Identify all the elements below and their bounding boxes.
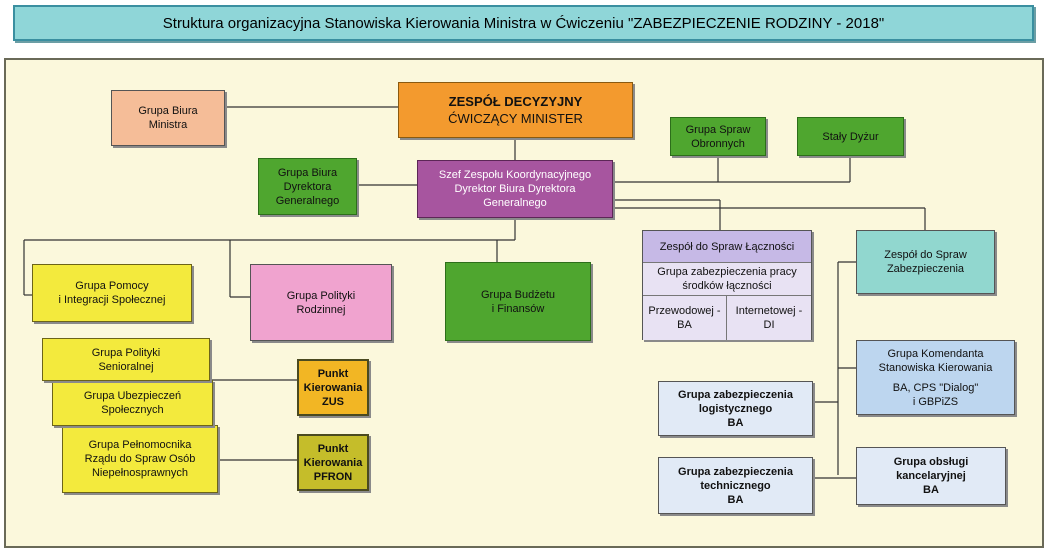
communications-internet: Internetowej - DI [727, 296, 811, 340]
commandant-group-title: Grupa Komendanta Stanowiska Kierowania [878, 347, 993, 374]
decision-team-box: ZESPÓŁ DECYZYJNY ĆWICZĄCY MINISTER [398, 82, 633, 138]
diagram-title: Struktura organizacyjna Stanowiska Kiero… [13, 5, 1034, 41]
duty-service-box: Stały Dyżur [797, 117, 904, 156]
communications-team-box: Zespół do Spraw Łączności Grupa zabezpie… [642, 230, 812, 340]
disabled-plenipotentiary-box: Grupa Pełnomocnika Rządu do Spraw Osób N… [62, 425, 218, 493]
help-group-box: Grupa Pomocy i Integracji Społecznej [32, 264, 192, 322]
zus-point-box: Punkt Kierowania ZUS [297, 359, 369, 416]
technical-group-box: Grupa zabezpieczenia technicznego BA [658, 457, 813, 514]
defense-group-box: Grupa Spraw Obronnych [670, 117, 766, 156]
decision-team-title: ZESPÓŁ DECYZYJNY [448, 94, 583, 109]
communications-group: Grupa zabezpieczenia pracy środków łączn… [643, 263, 811, 296]
logistics-group-box: Grupa zabezpieczenia logistycznego BA [658, 381, 813, 436]
pfron-point-box: Punkt Kierowania PFRON [297, 434, 369, 491]
minister-office-box: Grupa Biura Ministra [111, 90, 225, 146]
director-office-box: Grupa Biura Dyrektora Generalnego [258, 158, 357, 215]
commandant-group-box: Grupa Komendanta Stanowiska Kierowania B… [856, 340, 1015, 415]
security-team-box: Zespół do Spraw Zabezpieczenia [856, 230, 995, 294]
communications-title: Zespół do Spraw Łączności [643, 231, 811, 263]
senior-policy-box: Grupa Polityki Senioralnej [42, 338, 210, 381]
social-insurance-box: Grupa Ubezpieczeń Społecznych [52, 380, 213, 426]
coordinator-box: Szef Zespołu Koordynacyjnego Dyrektor Bi… [417, 160, 613, 218]
family-policy-box: Grupa Polityki Rodzinnej [250, 264, 392, 341]
decision-team-subtitle: ĆWICZĄCY MINISTER [448, 111, 583, 126]
office-service-box: Grupa obsługi kancelaryjnej BA [856, 447, 1006, 505]
communications-wired: Przewodowej - BA [643, 296, 727, 340]
budget-group-box: Grupa Budżetu i Finansów [445, 262, 591, 341]
commandant-group-subtitle: BA, CPS "Dialog" i GBPiZS [892, 381, 979, 408]
